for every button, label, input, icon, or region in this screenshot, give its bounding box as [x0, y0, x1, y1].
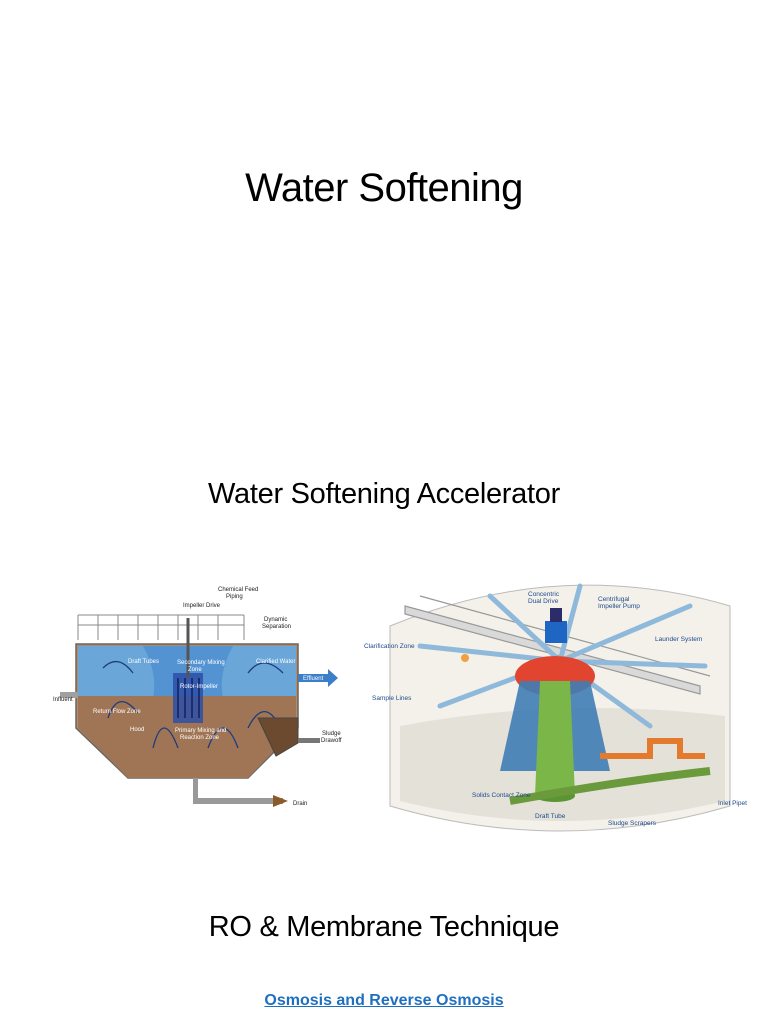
label-sludge: Sludge [322, 731, 341, 737]
label-concentric: Concentric [528, 591, 560, 598]
solids-contact-clarifier-cutaway: Concentric Dual Drive Centrifugal Impell… [364, 583, 747, 832]
label-solids-contact-zone: Solids Contact Zone [472, 792, 531, 799]
label-draft-tubes: Draft Tubes [128, 659, 159, 665]
label-separation: Separation [262, 624, 291, 630]
label-dual-drive: Dual Drive [528, 598, 559, 605]
railing [77, 614, 245, 640]
label-clarified-water: Clarified Water [256, 659, 295, 665]
label-dynamic: Dynamic [264, 617, 287, 623]
label-reaction-zone: Reaction Zone [180, 735, 220, 741]
label-clarification-zone: Clarification Zone [364, 643, 415, 650]
osmosis-link[interactable]: Osmosis and Reverse Osmosis [264, 992, 504, 1009]
page-title: Water Softening [245, 166, 523, 210]
label-drain: Drain [293, 801, 307, 807]
label-chemical-feed: Chemical Feed [218, 587, 258, 593]
label-secondary-mixing: Secondary Mixing [177, 660, 225, 666]
label-return-flow-zone: Return Flow Zone [93, 709, 141, 715]
label-effluent: Effluent [303, 676, 324, 682]
section-heading-accelerator: Water Softening Accelerator [208, 478, 560, 510]
label-impeller-drive: Impeller Drive [183, 603, 221, 609]
label-sludge-scrapers: Sludge Scrapers [608, 820, 657, 827]
label-rotor-impeller: Rotor-Impeller [180, 684, 218, 690]
label-piping: Piping [226, 594, 243, 600]
label-influent: Influent [53, 697, 73, 703]
label-draft-tube: Draft Tube [535, 813, 566, 820]
label-centrifugal: Centrifugal [598, 596, 630, 603]
accelerator-cross-section-diagram: Chemical Feed Piping Impeller Drive Dyna… [53, 587, 342, 807]
label-impeller-pump: Impeller Pump [598, 603, 640, 610]
section-heading-ro-membrane: RO & Membrane Technique [208, 911, 560, 943]
label-sample-lines: Sample Lines [372, 695, 412, 702]
label-hood: Hood [130, 727, 144, 733]
label-drawoff: Drawoff [321, 738, 342, 744]
label-inlet-pipe: Inlet Pipet [718, 800, 747, 807]
label-launder-system: Launder System [655, 636, 702, 643]
label-zone: Zone [188, 667, 202, 673]
label-primary-mixing: Primary Mixing and [175, 728, 226, 734]
